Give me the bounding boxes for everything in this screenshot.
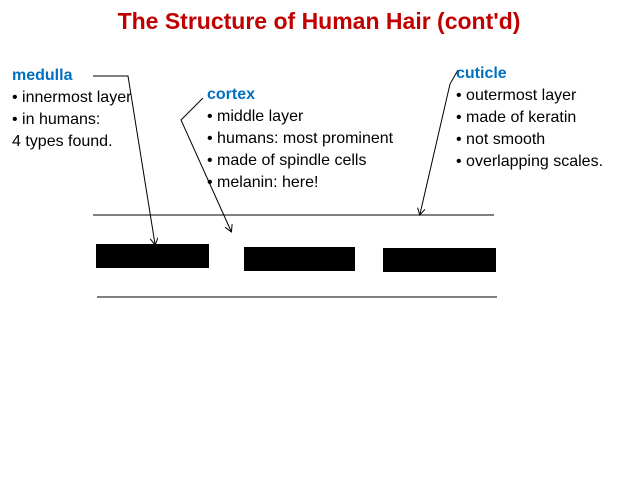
cuticle-line: • made of keratin: [456, 109, 577, 126]
cuticle-line: • not smooth: [456, 131, 546, 148]
medulla-segment-3: [383, 248, 496, 272]
cuticle-pointer-line: [420, 69, 459, 214]
cuticle-line: • overlapping scales.: [456, 153, 604, 170]
cortex-line: • melanin: here!: [207, 174, 319, 191]
medulla-pointer-line: [93, 75, 155, 244]
medulla-segment-2: [244, 247, 355, 271]
medulla-line: 4 types found.: [12, 133, 113, 150]
page-title: The Structure of Human Hair (cont'd): [117, 8, 521, 34]
cortex-heading: cortex: [207, 86, 256, 103]
medulla-line: • in humans:: [12, 111, 101, 128]
cuticle-description: cuticle • outermost layer • made of kera…: [456, 63, 603, 173]
cortex-line: • made of spindle cells: [207, 152, 367, 169]
cortex-description: cortex • middle layer • humans: most pro…: [207, 84, 393, 194]
medulla-segment-1: [96, 244, 209, 268]
cortex-line: • humans: most prominent: [207, 130, 394, 147]
medulla-description: medulla • innermost layer • in humans: 4…: [12, 65, 131, 153]
cortex-line: • middle layer: [207, 108, 304, 125]
medulla-heading: medulla: [12, 67, 73, 84]
medulla-line: • innermost layer: [12, 89, 132, 106]
cuticle-heading: cuticle: [456, 65, 507, 82]
cuticle-line: • outermost layer: [456, 87, 577, 104]
cortex-pointer-line: [180, 97, 231, 231]
